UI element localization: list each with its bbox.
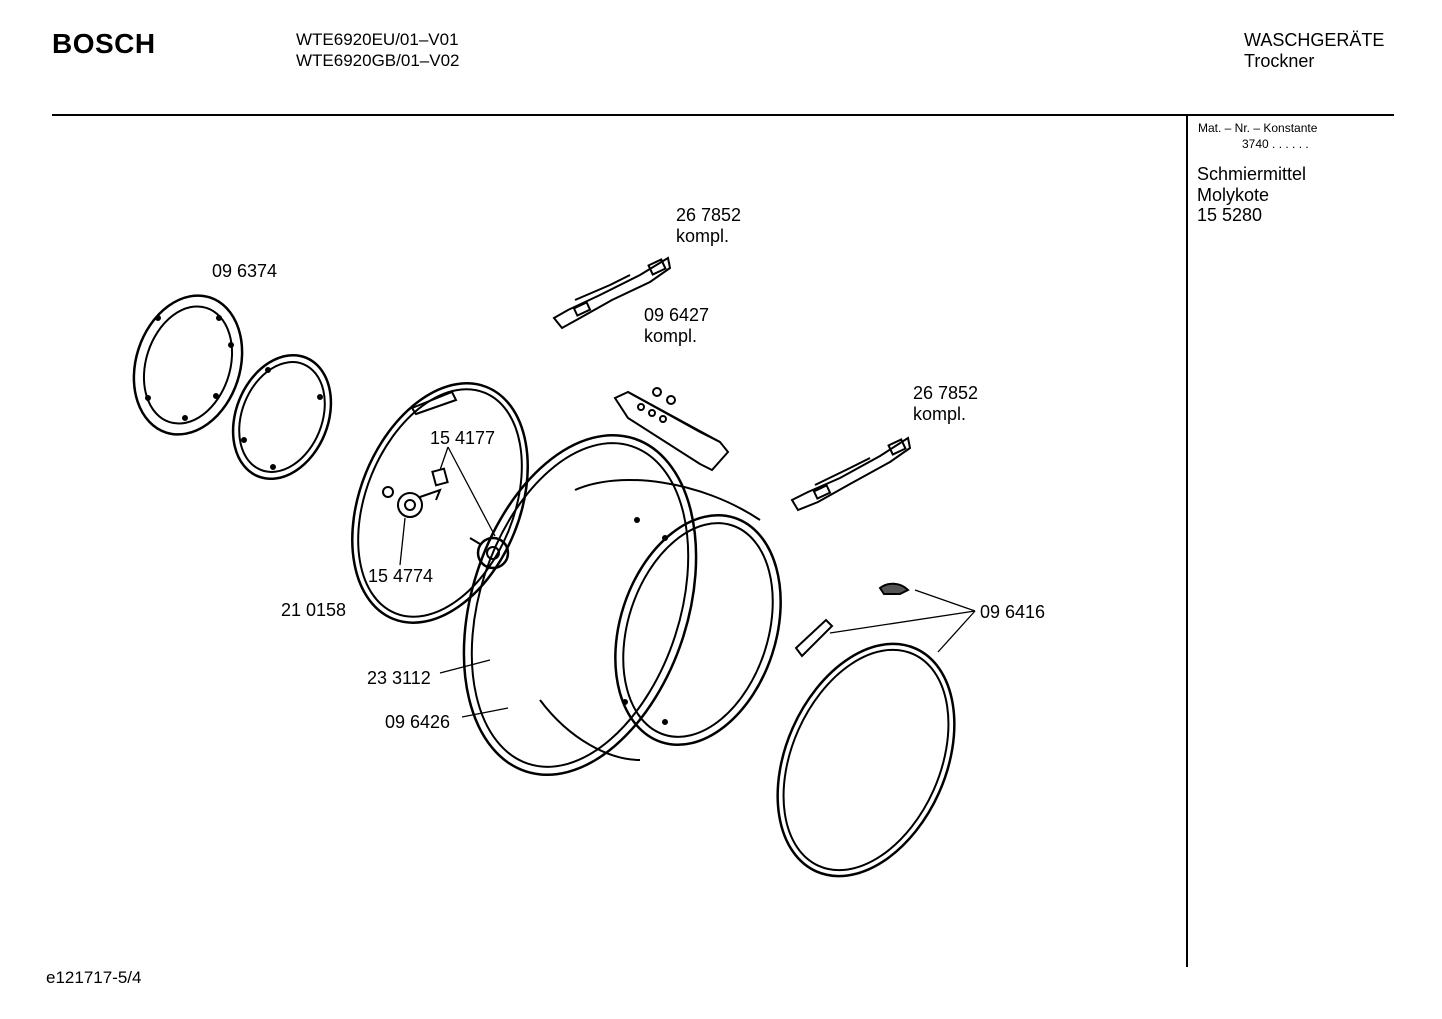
document-id: e121717-5/4 <box>46 968 142 987</box>
part-label-233112: 23 3112 <box>367 668 431 688</box>
rear-wall-part <box>351 382 529 624</box>
category-title: WASCHGERÄTE <box>1244 30 1385 50</box>
sidebar-divider <box>1186 116 1188 967</box>
lubricant-name: Molykote <box>1197 185 1270 205</box>
part-label-096427-suffix: kompl. <box>644 326 698 346</box>
mat-nr-value: 3740 . . . . . . <box>1242 137 1309 151</box>
model-number-gb: WTE6920GB/01–V02 <box>296 51 460 70</box>
part-label-267852-top: 26 7852 <box>676 205 742 225</box>
bearing-holder-part <box>613 387 730 472</box>
front-ring-part <box>776 582 956 878</box>
mat-nr-header: Mat. – Nr. – Konstante <box>1198 121 1318 135</box>
model-number-eu: WTE6920EU/01–V01 <box>296 30 459 49</box>
brand-logo: BOSCH <box>52 28 156 59</box>
part-label-267852-right: 26 7852 <box>913 383 979 403</box>
header-divider <box>52 114 1394 116</box>
part-label-267852-top-suffix: kompl. <box>676 226 730 246</box>
drum-body-part <box>462 434 782 776</box>
part-label-096374: 09 6374 <box>212 261 278 281</box>
category-subtitle: Trockner <box>1244 51 1315 71</box>
gasket-ring-part <box>231 353 333 481</box>
part-label-154774: 15 4774 <box>368 566 434 586</box>
part-label-154177: 15 4177 <box>430 428 496 448</box>
part-label-096426: 09 6426 <box>385 712 451 732</box>
part-label-096427: 09 6427 <box>644 305 710 325</box>
lubricant-label: Schmiermittel <box>1197 164 1307 184</box>
part-label-096416: 09 6416 <box>980 602 1046 622</box>
part-label-267852-right-suffix: kompl. <box>913 404 967 424</box>
leader-lines <box>399 446 976 718</box>
flange-ring-part <box>132 294 244 436</box>
drum-lifter-right-part <box>790 436 912 512</box>
drum-lifter-top-part <box>552 256 672 330</box>
part-label-210158: 21 0158 <box>281 600 347 620</box>
lubricant-part-number: 15 5280 <box>1197 205 1263 225</box>
